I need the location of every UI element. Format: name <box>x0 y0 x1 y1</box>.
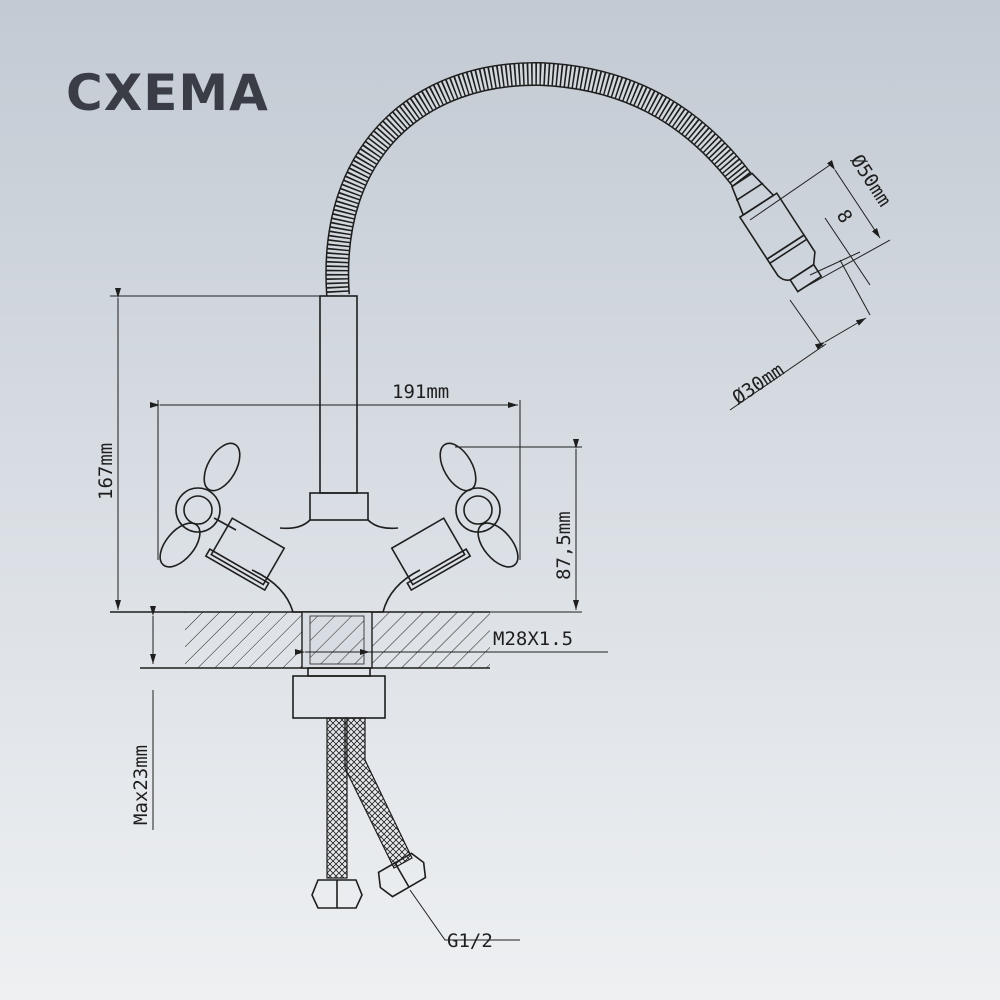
height-total-label: 167mm <box>95 443 117 500</box>
max-counter-label: Max23mm <box>130 745 152 825</box>
flexible-hose <box>325 61 752 296</box>
right-handle <box>390 442 519 592</box>
aerator-step-label: 8 <box>832 206 857 228</box>
hose-connection-label: G1/2 <box>447 930 493 952</box>
aerator-nozzle <box>730 172 823 293</box>
thread-label: M28X1.5 <box>493 628 573 650</box>
width-label: 191mm <box>392 381 449 403</box>
supply-hoses: G1/2 <box>311 717 520 952</box>
handle-height-label: 87,5mm <box>553 511 575 580</box>
faucet-body <box>251 295 421 613</box>
main-dimensions: 167mm 191mm 87,5mm M28X1.5 Max23mm <box>95 288 608 830</box>
left-handle <box>159 442 286 592</box>
countertop-section <box>110 611 490 719</box>
aerator-inner-diameter-label: Ø30mm <box>728 359 788 409</box>
page-title: СХЕМА <box>66 64 269 122</box>
aerator-outer-diameter-label: Ø50mm <box>846 151 896 211</box>
